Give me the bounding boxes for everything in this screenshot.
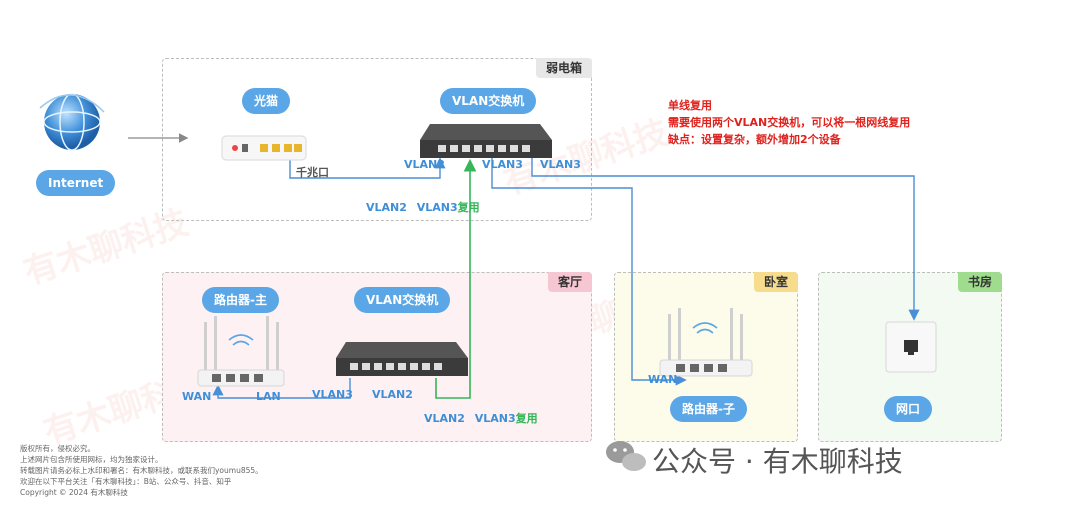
vlan-switch-living-label: VLAN交换机 [354, 287, 451, 313]
port-lan: LAN [256, 390, 281, 403]
globe-icon [39, 93, 105, 151]
main-router-icon [197, 316, 285, 387]
zone-study-tag: 书房 [957, 272, 1002, 292]
vlan-switch-living-icon [336, 342, 468, 376]
link-modem-switch [289, 157, 446, 179]
trunk-bottom-vlan2: VLAN2 [424, 412, 465, 425]
link-trunk [435, 158, 477, 399]
port-wan: WAN [182, 390, 212, 403]
sub-router-icon [659, 308, 753, 377]
note-title: 单线复用 [668, 99, 712, 112]
vlan-switch-top-label: VLAN交换机 [440, 88, 537, 114]
trunk-top-vlan2: VLAN2 [366, 201, 407, 214]
note-line1: 需要使用两个VLAN交换机，可以将一根网线复用 [668, 116, 911, 129]
sub-router-label: 路由器-子 [670, 396, 747, 422]
trunk-top-vlan3: VLAN3 [416, 201, 458, 214]
link-switch-mainrouter [212, 378, 351, 399]
copyright-footer: 版权所有，侵权必究。 上述网片包含所使用网标，均为独家设计。 转载图片请务必标上… [20, 443, 263, 498]
zone-weak-box-tag: 弱电箱 [535, 58, 592, 78]
wall-port-label: 网口 [884, 396, 933, 422]
port-gigabit: 千兆口 [296, 166, 329, 179]
trunk-bottom-label: VLAN2 VLAN3复用 [424, 410, 538, 426]
main-router-label: 路由器-主 [202, 287, 279, 313]
trunk-bottom-vlan3: VLAN3 [474, 412, 516, 425]
port-sub-wan: WAN [648, 373, 678, 386]
link-switch-wallport [531, 158, 920, 321]
vlan-switch-top-icon [420, 124, 552, 158]
port-top-vlan3-b: VLAN3 [540, 158, 581, 171]
trunk-top-label: VLAN2 VLAN3复用 [366, 199, 480, 215]
footer-line-3: 转载图片请务必标上水印和署名：有木聊科技，或联系我们youmu855。 [20, 466, 263, 475]
trunk-bottom-reuse: 复用 [515, 412, 538, 425]
footer-line-5: Copyright © 2024 有木聊科技 [20, 488, 128, 497]
footer-line-4: 欢迎在以下平台关注「有木聊科技」：B站、公众号、抖音、知乎 [20, 477, 232, 486]
zone-bedroom: 卧室 [614, 272, 798, 442]
zone-weak-box: 弱电箱 [162, 58, 592, 221]
trunk-top-reuse: 复用 [457, 201, 480, 214]
port-top-vlan3-a: VLAN3 [482, 158, 523, 171]
brand-text: 公众号 · 有木聊科技 [652, 445, 903, 478]
note-line2: 缺点：设置复杂，额外增加2个设备 [668, 133, 841, 146]
port-living-vlan3: VLAN3 [312, 388, 353, 401]
footer-line-1: 版权所有，侵权必究。 [20, 444, 95, 453]
footer-line-2: 上述网片包含所使用网标，均为独家设计。 [20, 455, 163, 464]
zone-bedroom-tag: 卧室 [753, 272, 798, 292]
port-living-vlan2: VLAN2 [372, 388, 413, 401]
modem-label: 光猫 [242, 88, 291, 114]
wall-port-icon [885, 321, 937, 373]
link-switch-subrouter [491, 158, 687, 386]
zone-living-room-tag: 客厅 [547, 272, 592, 292]
internet-label: Internet [36, 170, 116, 196]
modem-icon [221, 135, 307, 161]
port-top-vlan2: VLAN2 [404, 158, 445, 171]
wechat-icon [606, 441, 646, 471]
